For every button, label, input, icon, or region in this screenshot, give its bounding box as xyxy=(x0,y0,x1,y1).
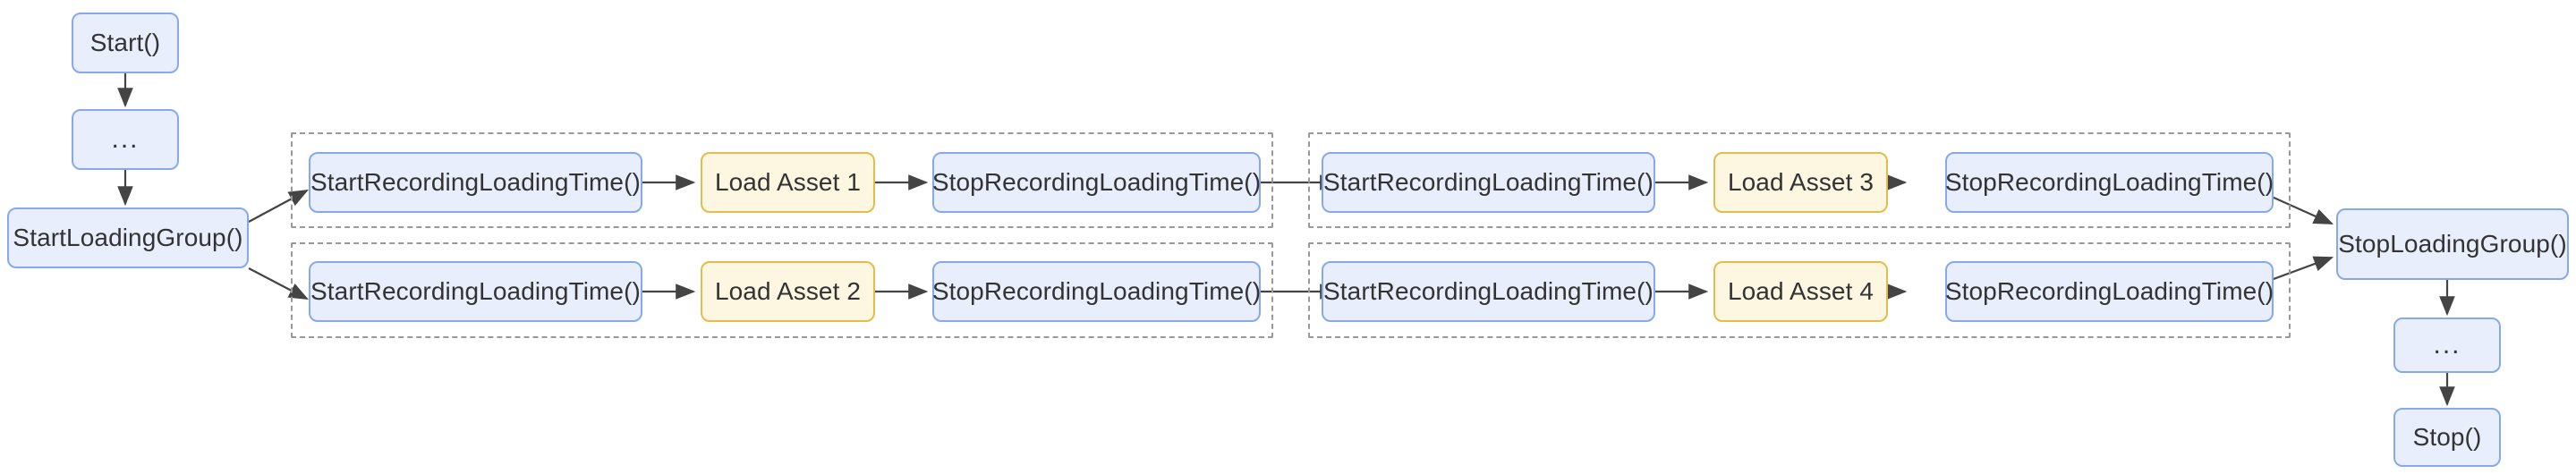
group-1-row-2-step-1[interactable]: StartRecordingLoadingTime() xyxy=(309,261,642,322)
group-1-row-2-step-3[interactable]: StopRecordingLoadingTime() xyxy=(932,261,1261,322)
group-1-row-2-step-3-label: StopRecordingLoadingTime() xyxy=(931,277,1262,305)
node-start-label: Start() xyxy=(89,29,161,56)
group-1-row-2-step-2[interactable]: Load Asset 2 xyxy=(701,261,875,322)
node-stop[interactable]: Stop() xyxy=(2393,408,2501,467)
node-stop-label: Stop() xyxy=(2412,423,2482,451)
group-1-row-2-box xyxy=(291,242,1273,338)
group-2-row-2-step-2[interactable]: Load Asset 4 xyxy=(1713,261,1888,322)
group-2-row-1-step-3-label: StopRecordingLoadingTime() xyxy=(1944,168,2274,196)
group-2-row-1-box xyxy=(1308,132,2291,228)
group-2-row-2-step-2-label: Load Asset 4 xyxy=(1727,277,1875,305)
group-2-row-1-step-1[interactable]: StartRecordingLoadingTime() xyxy=(1322,152,1655,213)
group-2-row-1-step-3[interactable]: StopRecordingLoadingTime() xyxy=(1945,152,2274,213)
group-1-row-1-box xyxy=(291,132,1273,228)
group-2-row-2-step-3-label: StopRecordingLoadingTime() xyxy=(1944,277,2274,305)
group-2-row-1-step-2-label: Load Asset 3 xyxy=(1727,168,1875,196)
node-start-loading-group-label: StartLoadingGroup() xyxy=(13,224,243,251)
group-1-row-1-step-1-label: StartRecordingLoadingTime() xyxy=(310,168,641,196)
node-stop-loading-group-label: StopLoadingGroup() xyxy=(2338,230,2567,258)
group-2-row-2-step-1-label: StartRecordingLoadingTime() xyxy=(1323,277,1654,305)
group-1-row-1-step-3[interactable]: StopRecordingLoadingTime() xyxy=(932,152,1261,213)
node-post-ellipsis-label: ... xyxy=(2433,330,2461,360)
group-1-row-1-step-1[interactable]: StartRecordingLoadingTime() xyxy=(309,152,642,213)
group-2-row-1-step-1-label: StartRecordingLoadingTime() xyxy=(1323,168,1654,196)
group-2-row-2-box xyxy=(1308,242,2291,338)
group-1-row-2-step-1-label: StartRecordingLoadingTime() xyxy=(310,277,641,305)
node-pre-ellipsis-label: ... xyxy=(111,124,140,154)
group-1-row-1-step-2[interactable]: Load Asset 1 xyxy=(701,152,875,213)
node-start[interactable]: Start() xyxy=(72,13,179,73)
group-1-row-1-step-2-label: Load Asset 1 xyxy=(714,168,862,196)
group-1-row-2-step-2-label: Load Asset 2 xyxy=(714,277,862,305)
node-stop-loading-group[interactable]: StopLoadingGroup() xyxy=(2336,208,2569,280)
group-2-row-2-step-1[interactable]: StartRecordingLoadingTime() xyxy=(1322,261,1655,322)
group-1-row-1-step-3-label: StopRecordingLoadingTime() xyxy=(931,168,1262,196)
node-post-ellipsis[interactable]: ... xyxy=(2393,317,2501,373)
group-2-row-1-step-2[interactable]: Load Asset 3 xyxy=(1713,152,1888,213)
group-2-row-2-step-3[interactable]: StopRecordingLoadingTime() xyxy=(1945,261,2274,322)
node-start-loading-group[interactable]: StartLoadingGroup() xyxy=(7,207,249,268)
node-pre-ellipsis[interactable]: ... xyxy=(72,109,179,170)
